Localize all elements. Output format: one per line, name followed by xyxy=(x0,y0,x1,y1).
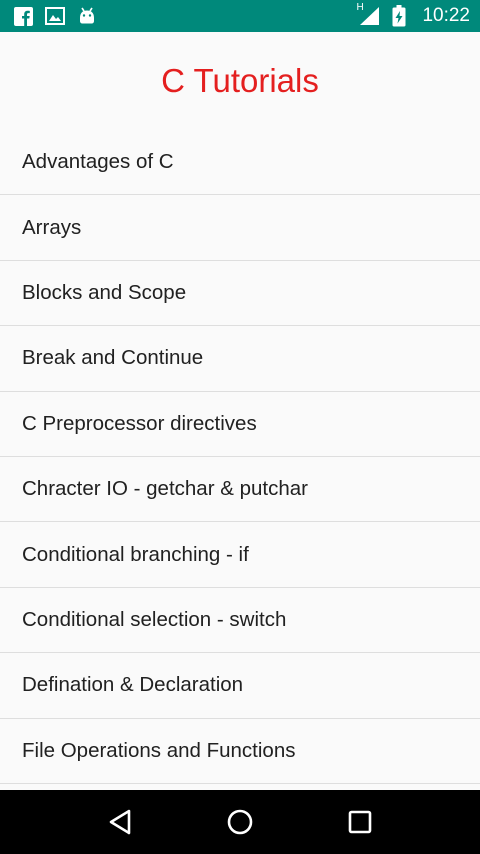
recents-button[interactable] xyxy=(330,792,390,852)
status-time: 10:22 xyxy=(422,5,470,26)
android-icon xyxy=(77,6,97,26)
home-button[interactable] xyxy=(210,792,270,852)
back-icon xyxy=(107,808,133,836)
status-notifications xyxy=(14,6,97,26)
recents-icon xyxy=(347,809,373,835)
page-title: C Tutorials xyxy=(161,62,319,99)
back-button[interactable] xyxy=(90,792,150,852)
list-item-label: File Operations and Functions xyxy=(22,738,296,762)
tutorial-list[interactable]: Advantages of C Arrays Blocks and Scope … xyxy=(0,130,480,790)
status-bar: H 10:22 xyxy=(0,0,480,32)
list-item[interactable]: Break and Continue xyxy=(0,326,480,392)
list-item-label: Blocks and Scope xyxy=(22,280,187,304)
list-item[interactable]: Conditional branching - if xyxy=(0,522,480,588)
list-item-label: Conditional selection - switch xyxy=(22,607,287,631)
list-item[interactable]: C Preprocessor directives xyxy=(0,392,480,457)
battery-charging-icon xyxy=(392,5,406,27)
image-icon xyxy=(45,7,65,25)
list-item-label: Defination & Declaration xyxy=(22,673,244,697)
list-item[interactable]: Blocks and Scope xyxy=(0,261,480,327)
list-item[interactable]: Defination & Declaration xyxy=(0,653,480,719)
list-item-label: Break and Continue xyxy=(22,346,204,370)
list-item[interactable]: Conditional selection - switch xyxy=(0,588,480,654)
list-item-label: C Preprocessor directives xyxy=(22,411,257,435)
facebook-icon xyxy=(14,6,33,26)
list-item[interactable]: Advantages of C xyxy=(0,130,480,196)
list-item[interactable]: Chracter IO - getchar & putchar xyxy=(0,457,480,523)
signal-icon: H xyxy=(356,2,380,26)
header: C Tutorials xyxy=(0,32,480,130)
navigation-bar xyxy=(0,790,480,854)
network-type-label: H xyxy=(356,2,364,13)
list-item-label: Arrays xyxy=(22,215,82,239)
list-item-label: Advantages of C xyxy=(22,150,174,174)
list-item-label: Chracter IO - getchar & putchar xyxy=(22,477,308,501)
list-item[interactable]: Arrays xyxy=(0,195,480,261)
status-system: H 10:22 xyxy=(356,2,470,27)
list-item[interactable]: File Operations and Functions xyxy=(0,719,480,784)
home-icon xyxy=(226,808,254,836)
list-item-label: Conditional branching - if xyxy=(22,542,249,566)
